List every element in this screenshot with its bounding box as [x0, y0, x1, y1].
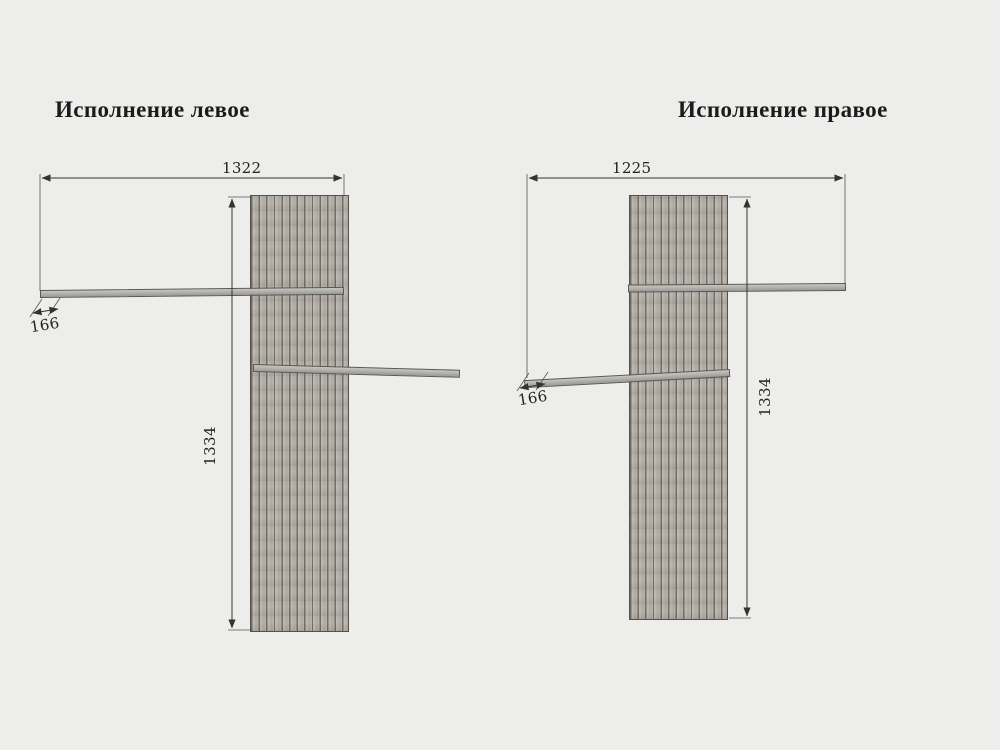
left-variant-title: Исполнение левое: [55, 97, 250, 122]
right-variant-title: Исполнение правое: [678, 97, 888, 122]
right-slatted-panel: [629, 195, 728, 620]
left-depth-dim-label: 166: [28, 313, 61, 337]
left-slatted-panel: [250, 195, 349, 632]
right-height-dim-label: 1334: [756, 377, 774, 417]
left-depth-dimension-line: [32, 306, 59, 316]
left-height-dim-label: 1334: [201, 426, 219, 466]
right-width-dim-label: 1225: [612, 159, 652, 177]
right-upper-shelf: [627, 283, 847, 293]
left-width-dim-label: 1322: [222, 159, 262, 177]
right-depth-dim-label: 166: [516, 386, 549, 410]
